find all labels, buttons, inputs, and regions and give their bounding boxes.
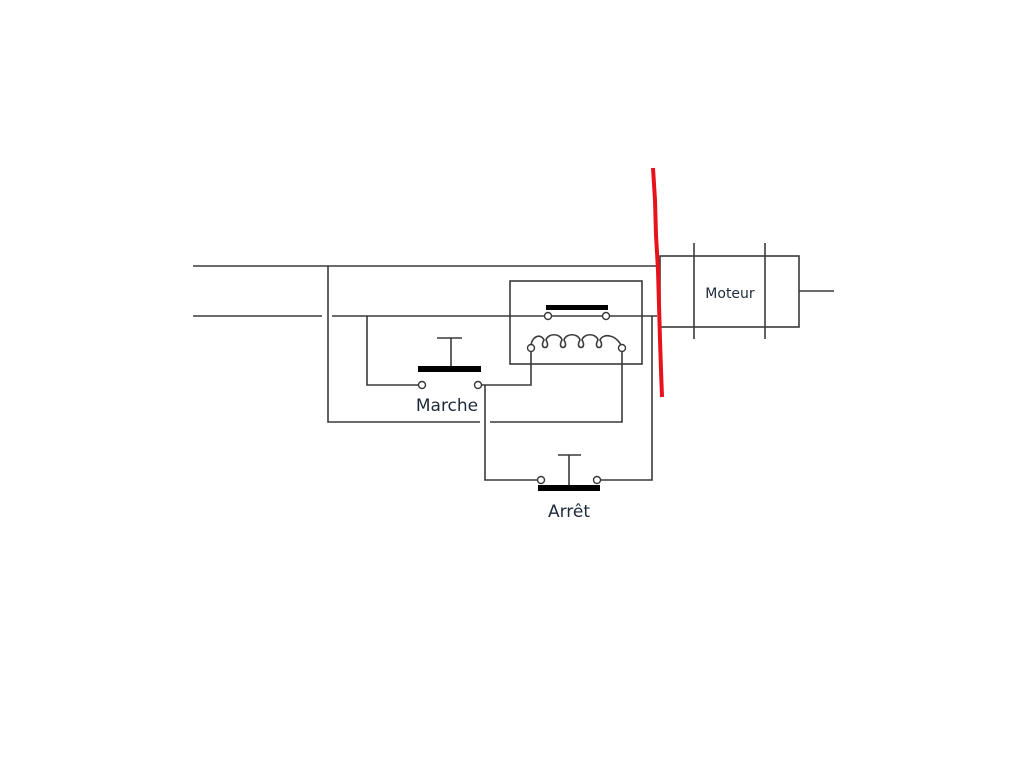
marche-terminal xyxy=(417,380,427,390)
marche-contact-bar xyxy=(418,366,481,372)
moteur-label: Moteur xyxy=(705,286,755,302)
arret-label: Arrêt xyxy=(548,502,590,522)
arret-contact-bar xyxy=(538,485,600,491)
marche-feed-wire xyxy=(366,316,418,386)
arret-left-wire xyxy=(484,385,537,481)
left-return-wire xyxy=(327,266,480,423)
arret-terminal xyxy=(536,475,546,485)
arret-terminal xyxy=(592,475,602,485)
arret-right-wire xyxy=(601,316,653,481)
coil-terminal xyxy=(526,343,536,353)
marche-button: Marche xyxy=(416,337,483,416)
marche-terminal xyxy=(473,380,483,390)
wires xyxy=(193,265,657,481)
coil-icon xyxy=(530,333,623,349)
marche-label: Marche xyxy=(416,396,478,416)
coil-terminal xyxy=(617,343,627,353)
contact-terminal xyxy=(601,311,611,321)
arret-button: Arrêt xyxy=(536,454,602,522)
coil-return-wire xyxy=(490,351,623,423)
marche-to-coil-wire xyxy=(482,351,532,386)
contactor xyxy=(509,280,643,365)
motor: Moteur xyxy=(659,243,834,339)
contactor-box xyxy=(509,280,643,365)
contactor-contact-bar xyxy=(546,305,608,310)
contact-terminal xyxy=(543,311,553,321)
red-cut-line xyxy=(651,167,664,398)
